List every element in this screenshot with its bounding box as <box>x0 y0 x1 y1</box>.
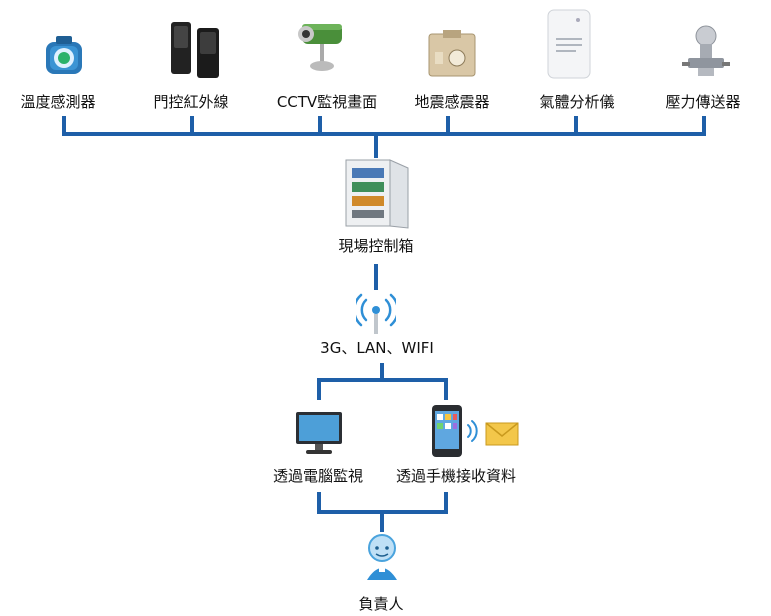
wireless-antenna-icon <box>356 293 396 334</box>
network-label: 3G、LAN、WIFI <box>320 339 434 357</box>
sensor-label-infrared: 門控紅外線 <box>153 93 229 111</box>
sensor-label-gas: 氣體分析儀 <box>539 93 615 111</box>
sensor-label-temperature: 溫度感測器 <box>20 93 96 111</box>
endpoint-label-computer: 透過電腦監視 <box>272 467 364 485</box>
sensor-label-seismic: 地震感震器 <box>414 93 490 111</box>
sensor-label-cctv: CCTV監視畫面 <box>276 93 378 111</box>
gas-analyzer-icon <box>547 9 591 79</box>
endpoint-label-smartphone: 透過手機接收資料 <box>395 467 517 485</box>
person-avatar-icon <box>367 534 397 580</box>
seismic-sensor-icon <box>428 30 476 77</box>
control-cabinet-icon <box>345 159 409 229</box>
smartphone-message-icon <box>432 405 519 457</box>
temperature-sensor-icon <box>46 36 82 74</box>
pressure-transmitter-icon <box>682 25 730 76</box>
computer-monitor-icon <box>296 412 342 454</box>
control-box-label: 現場控制箱 <box>338 237 414 255</box>
sensor-label-pressure: 壓力傳送器 <box>665 93 741 111</box>
person-label: 負責人 <box>358 595 404 613</box>
infrared-beam-sensor-icon <box>171 22 219 78</box>
cctv-camera-icon <box>298 24 342 71</box>
